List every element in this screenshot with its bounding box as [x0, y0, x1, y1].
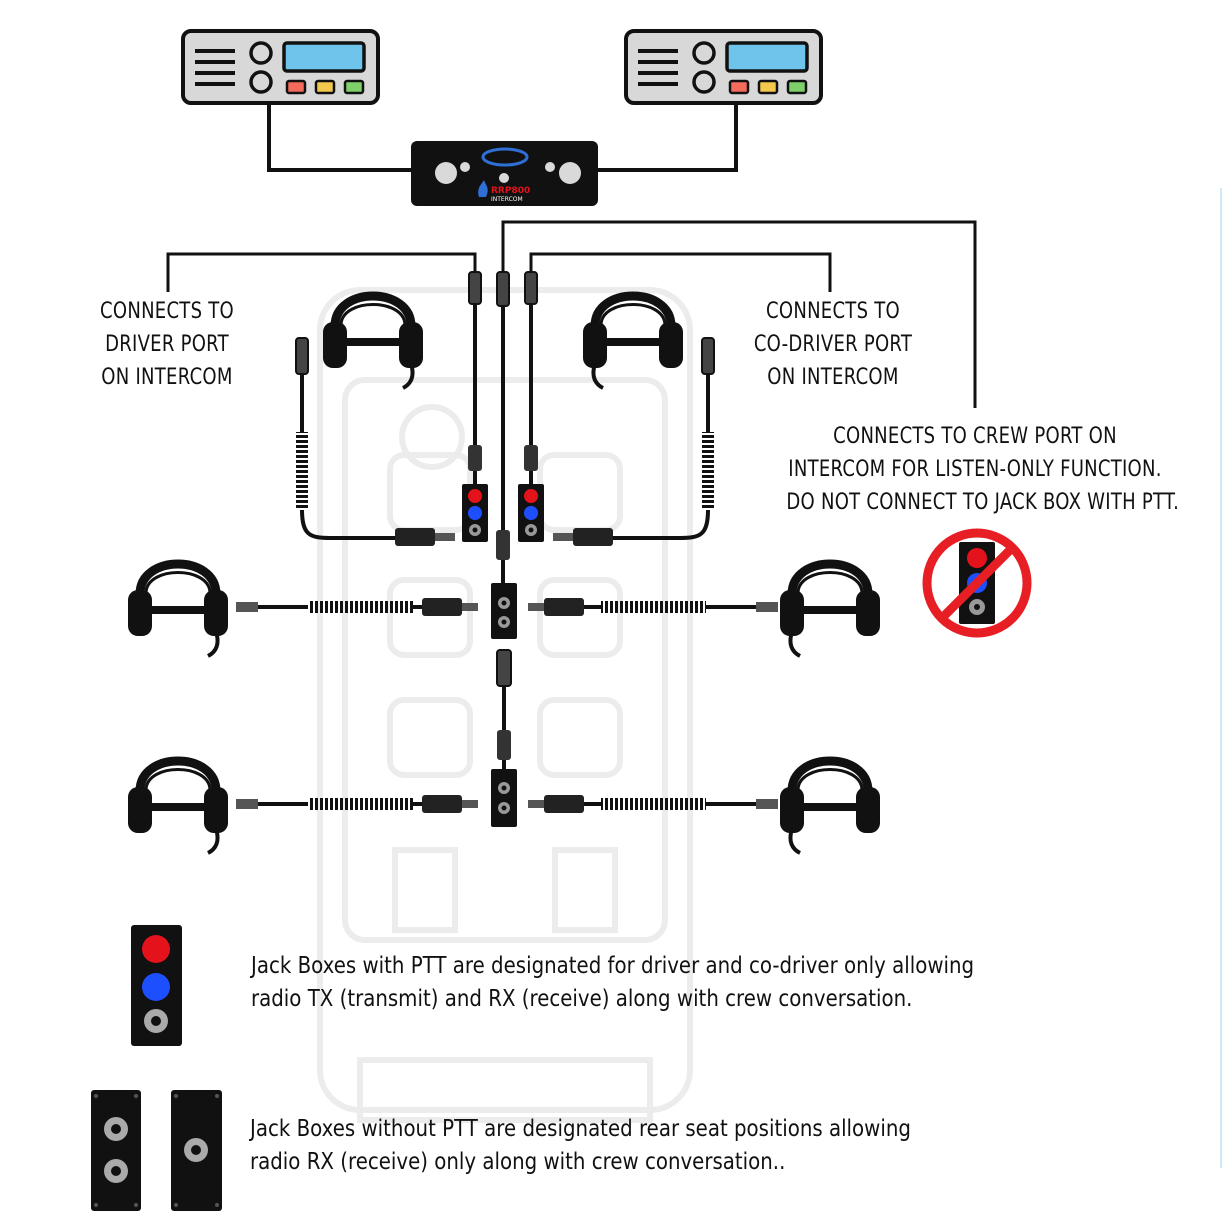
- headset-rear-right-2-icon: [780, 761, 880, 853]
- legend-ptt-line-1: Jack Boxes with PTT are designated for d…: [251, 953, 975, 979]
- leader-lines: [166, 220, 977, 408]
- legend-ptt-line-2: radio TX (transmit) and RX (receive) alo…: [251, 986, 913, 1012]
- legend-ptt-jackbox-icon: [131, 925, 182, 1046]
- legend-ptt-description: Jack Boxes with PTT are designated for d…: [251, 950, 974, 1016]
- jackbox-ptt-driver: [462, 484, 488, 542]
- prohibited-ptt-sign-icon: [922, 528, 1032, 638]
- crew-port-label: CONNECTS TO CREW PORT ON INTERCOM FOR LI…: [786, 420, 1180, 519]
- legend-no-ptt-line-1: Jack Boxes without PTT are designated re…: [250, 1116, 911, 1142]
- legend-dual-jackbox-icon: [91, 1090, 141, 1211]
- codriver-label-line-1: CONNECTS TO: [766, 299, 900, 324]
- codriver-label-line-2: CO-DRIVER PORT: [753, 332, 913, 357]
- middle-row-cables: [236, 598, 778, 616]
- radio-wires: [267, 103, 738, 172]
- headset-rear-left-1-icon: [128, 564, 228, 656]
- driver-label-line-1: CONNECTS TO: [100, 299, 234, 324]
- front-headset-cables: [295, 337, 715, 546]
- jackbox-rear-1: [491, 583, 517, 639]
- bottom-row-cables: [236, 795, 778, 813]
- headset-rear-left-2-icon: [128, 761, 228, 853]
- jackbox-rear-2: [491, 769, 517, 827]
- radio-left: [181, 29, 380, 105]
- radio-right: [624, 29, 823, 105]
- driver-label-line-2: DRIVER PORT: [105, 332, 229, 357]
- legend-single-jackbox-icon: [171, 1090, 222, 1211]
- codriver-port-label: CONNECTS TO CO-DRIVER PORT ON INTERCOM: [751, 295, 915, 394]
- intercom-name-text: INTERCOM: [491, 196, 523, 203]
- headset-rear-right-1-icon: [780, 564, 880, 656]
- headset-driver-icon: [323, 296, 423, 388]
- intercom-brand-text: RRP800: [491, 186, 530, 196]
- crew-label-line-1: CONNECTS TO CREW PORT ON: [833, 424, 1117, 449]
- codriver-label-line-3: ON INTERCOM: [767, 365, 899, 390]
- driver-label-line-3: ON INTERCOM: [101, 365, 233, 390]
- crew-label-line-3: DO NOT CONNECT TO JACK BOX WITH PTT.: [786, 490, 1180, 515]
- rear-link-cable: [496, 649, 512, 770]
- legend-no-ptt-description: Jack Boxes without PTT are designated re…: [250, 1113, 911, 1179]
- right-edge-line: [1220, 188, 1222, 1168]
- crew-label-line-2: INTERCOM FOR LISTEN-ONLY FUNCTION.: [788, 457, 1162, 482]
- driver-port-label: CONNECTS TO DRIVER PORT ON INTERCOM: [97, 295, 236, 394]
- jackbox-ptt-codriver: [518, 484, 544, 542]
- headset-codriver-icon: [583, 296, 683, 388]
- legend-no-ptt-line-2: radio RX (receive) only along with crew …: [250, 1149, 786, 1175]
- intercom-unit: RRP800 INTERCOM: [411, 141, 598, 206]
- intercom-cables: [468, 271, 538, 584]
